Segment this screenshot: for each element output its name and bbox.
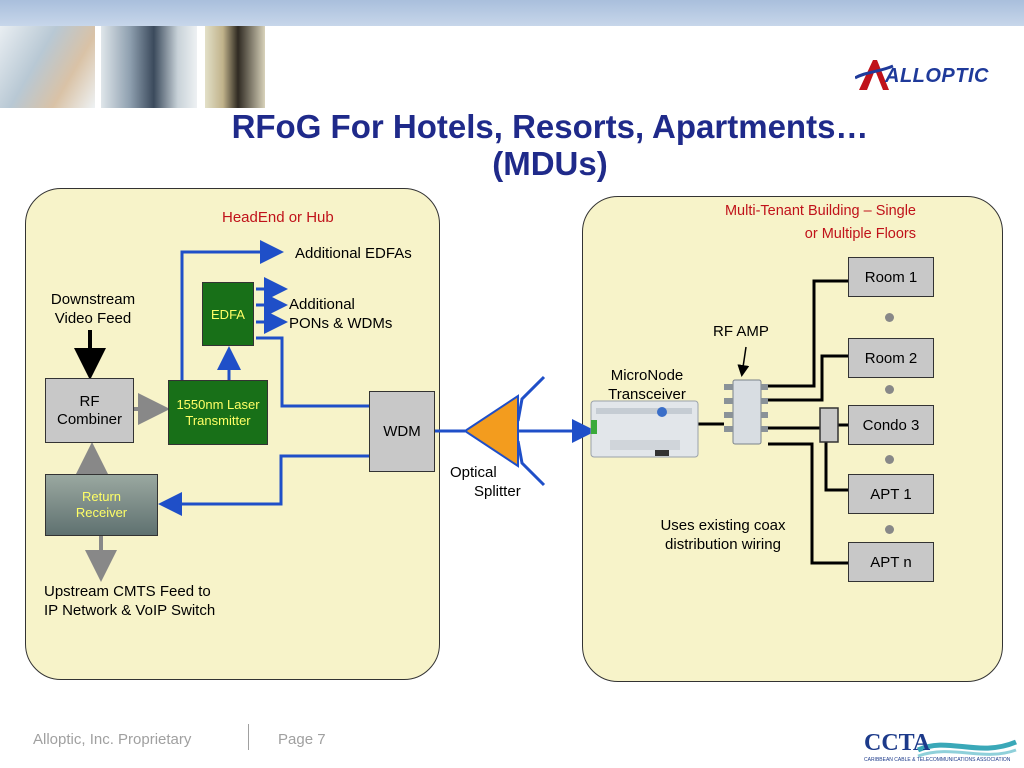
header-photo-3 <box>205 26 265 108</box>
upstream-line2: IP Network & VoIP Switch <box>44 602 216 619</box>
coax-label: Uses existing coax distribution wiring <box>645 516 801 554</box>
upstream-label: Upstream CMTS Feed to IP Network & VoIP … <box>44 582 215 620</box>
alloptic-logo-text: ALLOPTIC <box>885 65 989 87</box>
rf-combiner-line1: RF <box>79 392 100 410</box>
amp-to-aptn-coax <box>768 442 848 565</box>
micronode-label: MicroNode Transceiver <box>596 366 698 404</box>
laser-to-additional-edfas-fiber <box>180 240 284 382</box>
ccta-logo-subtitle: CARIBBEAN CABLE & TELECOMMUNICATIONS ASS… <box>864 757 1011 763</box>
footer-page-number: Page 7 <box>278 731 326 748</box>
tap-to-apt1-coax <box>824 442 848 492</box>
coax-tap <box>819 407 839 443</box>
optical-splitter-icon <box>463 394 519 468</box>
downstream-label: Downstream Video Feed <box>44 290 142 328</box>
ellipsis-dot <box>885 313 894 322</box>
rf-amp-pointer <box>737 346 750 377</box>
header-photo-2 <box>101 26 197 108</box>
footer-divider <box>248 724 249 750</box>
ccta-wave-icon <box>916 739 1017 758</box>
building-title-line2: or Multiple Floors <box>804 226 916 242</box>
coax-line1: Uses existing coax <box>660 517 786 534</box>
optical-splitter-label: Optical Splitter <box>450 463 521 501</box>
rf-amp-label: RF AMP <box>713 323 769 340</box>
additional-pons-line1: Additional <box>289 296 355 313</box>
downstream-label-line1: Downstream <box>50 291 136 308</box>
slide-title: RFoG For Hotels, Resorts, Apartments… (M… <box>150 108 950 182</box>
headend-title: HeadEnd or Hub <box>222 209 334 226</box>
downstream-label-line2: Video Feed <box>54 310 132 327</box>
additional-pons-label: Additional PONs & WDMs <box>289 295 392 333</box>
edfa-to-wdm-fiber <box>256 336 369 408</box>
wdm-box: WDM <box>369 391 435 472</box>
ellipsis-dot <box>885 455 894 464</box>
building-title-line1: Multi-Tenant Building – Single <box>724 203 916 219</box>
header-photo-1 <box>0 26 95 108</box>
return-receiver-box: Return Receiver <box>45 474 158 536</box>
splitter-output-fiber-1 <box>516 375 546 422</box>
alloptic-logo: ALLOPTIC <box>854 56 1010 96</box>
room-box: Condo 3 <box>848 405 934 445</box>
footer-company: Alloptic, Inc. Proprietary <box>33 731 192 748</box>
coax-line2: distribution wiring <box>665 536 781 553</box>
micronode-line1: MicroNode <box>610 367 684 384</box>
wdm-to-return-fiber <box>158 454 369 516</box>
amp-to-room1-coax <box>768 279 848 388</box>
room-box: APT n <box>848 542 934 582</box>
ellipsis-dot <box>885 525 894 534</box>
ccta-logo: CCTA CARIBBEAN CABLE & TELECOMMUNICATION… <box>858 728 1018 766</box>
ccta-logo-text: CCTA <box>864 730 931 756</box>
micronode-line2: Transceiver <box>608 386 686 403</box>
laser-line1: 1550nm Laser <box>176 396 260 412</box>
room-box: Room 1 <box>848 257 934 297</box>
building-title: Multi-Tenant Building – Single or Multip… <box>660 200 916 246</box>
edfa-box: EDFA <box>202 282 254 346</box>
optical-splitter-line2: Splitter <box>474 483 521 500</box>
rf-combiner-line2: Combiner <box>56 410 123 428</box>
return-receiver-line1: Return <box>81 489 122 504</box>
laser-line2: Transmitter <box>185 412 251 428</box>
room-box: Room 2 <box>848 338 934 378</box>
alloptic-logo-icon <box>854 60 894 90</box>
return-receiver-line2: Receiver <box>75 505 128 520</box>
additional-edfas-label: Additional EDFAs <box>295 245 412 262</box>
rf-combiner-box: RF Combiner <box>45 378 134 443</box>
amp-to-room2-coax <box>768 354 848 402</box>
upstream-line1: Upstream CMTS Feed to <box>44 583 211 600</box>
slide-title-line2: (MDUs) <box>492 145 608 182</box>
optical-splitter-line1: Optical <box>450 464 497 481</box>
slide-title-line1: RFoG For Hotels, Resorts, Apartments… <box>231 108 869 145</box>
top-banner <box>0 0 1024 26</box>
micronode-transceiver-icon <box>590 400 699 458</box>
laser-transmitter-box: 1550nm Laser Transmitter <box>168 380 268 445</box>
rf-amp-icon <box>724 379 768 445</box>
additional-pons-line2: PONs & WDMs <box>289 315 393 332</box>
room-box: APT 1 <box>848 474 934 514</box>
splitter-output-fiber-2 <box>516 440 546 487</box>
ellipsis-dot <box>885 385 894 394</box>
